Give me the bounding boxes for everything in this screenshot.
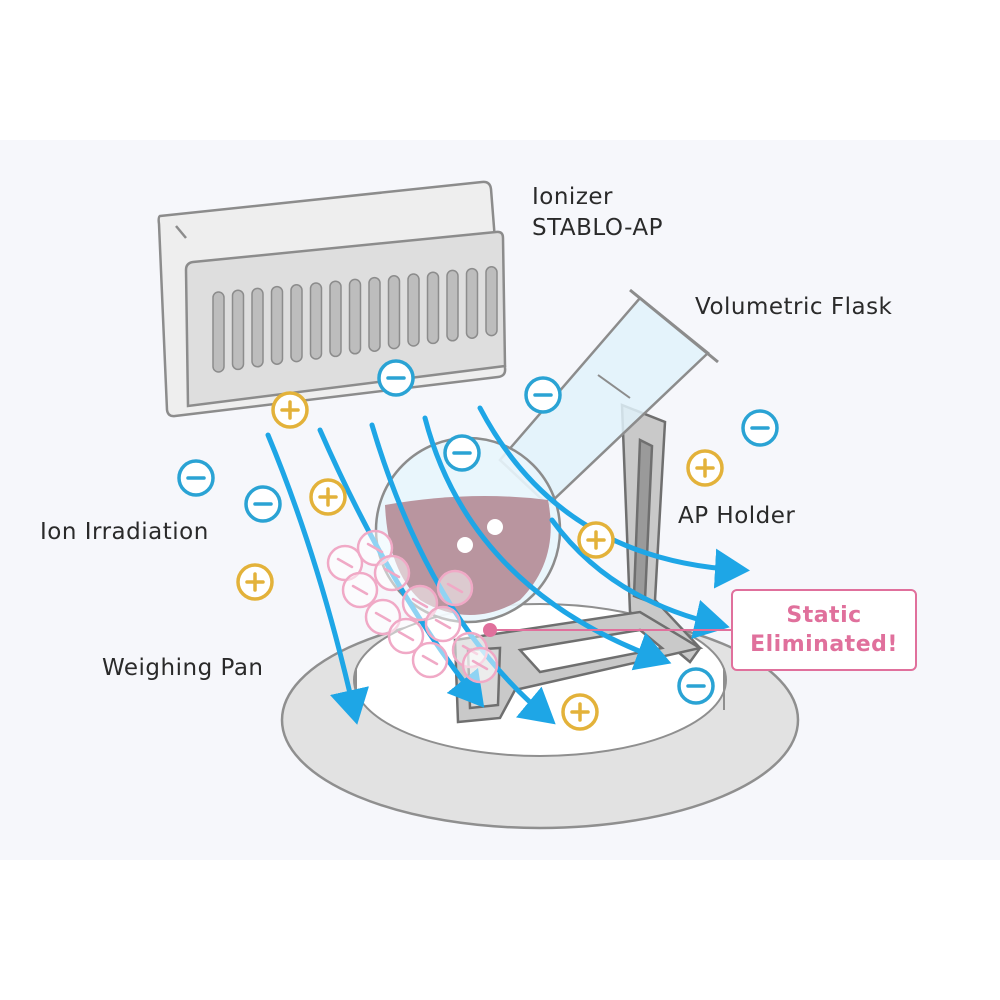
static-eliminated-callout: Static Eliminated! bbox=[731, 589, 917, 671]
positive-ion-icon bbox=[309, 478, 347, 516]
callout-line1: Static bbox=[786, 603, 862, 628]
ionizer-device bbox=[157, 180, 507, 418]
callout-connector bbox=[483, 623, 731, 637]
negative-ion-icon bbox=[177, 459, 215, 497]
ion-flow-arrows bbox=[265, 405, 750, 725]
vent-slot bbox=[251, 287, 264, 368]
vent-slot bbox=[368, 276, 381, 352]
vent-slot bbox=[270, 285, 284, 365]
weighing-pan-label: Weighing Pan bbox=[102, 655, 264, 681]
vent-slot bbox=[212, 291, 225, 373]
ionizer-label-line2: STABLO-AP bbox=[532, 215, 664, 241]
ion-irradiation-label: Ion Irradiation bbox=[40, 519, 209, 545]
static-charge-icon bbox=[373, 554, 411, 592]
vent-slot bbox=[407, 273, 420, 347]
static-charge-icon bbox=[461, 646, 499, 684]
static-charge-icon bbox=[356, 529, 394, 567]
vent-slot bbox=[446, 269, 459, 342]
holder-label: AP Holder bbox=[678, 503, 796, 529]
static-charge-icon bbox=[424, 605, 462, 643]
flask-label: Volumetric Flask bbox=[695, 294, 893, 320]
vent-slot bbox=[485, 266, 498, 337]
static-charge-icon bbox=[326, 544, 364, 582]
volumetric-flask bbox=[374, 288, 719, 624]
negative-ion-icon bbox=[677, 667, 715, 705]
static-charge-icon bbox=[387, 617, 425, 655]
negative-ion-icon bbox=[377, 359, 415, 397]
negative-ion-icon bbox=[524, 376, 562, 414]
negative-ion-icon bbox=[443, 434, 481, 472]
callout-line2: Eliminated! bbox=[750, 632, 898, 657]
positive-ion-icon bbox=[561, 693, 599, 731]
negative-ion-icon bbox=[244, 485, 282, 523]
vent-slot bbox=[387, 275, 401, 350]
vent-slot bbox=[426, 271, 440, 345]
negative-ion-icon bbox=[741, 409, 779, 447]
ionizer-label-line1: Ionizer bbox=[532, 184, 614, 210]
static-charge-icon bbox=[401, 584, 439, 622]
positive-ion-icon bbox=[236, 563, 274, 601]
ionizer-label: Ionizer STABLO-AP bbox=[532, 182, 663, 244]
static-charge-icon bbox=[411, 641, 449, 679]
vent-slot bbox=[231, 289, 245, 371]
positive-ion-icon bbox=[577, 521, 615, 559]
vent-slot bbox=[329, 280, 342, 358]
vent-slot bbox=[290, 284, 303, 363]
vent-slot bbox=[348, 278, 362, 355]
vent-slot bbox=[309, 282, 323, 360]
positive-ion-icon bbox=[686, 449, 724, 487]
static-charges bbox=[326, 529, 499, 684]
static-charge-icon bbox=[341, 571, 379, 609]
static-charge-icon bbox=[436, 569, 474, 607]
positive-ion-icon bbox=[271, 391, 309, 429]
ions bbox=[177, 359, 779, 731]
vent-slot bbox=[465, 267, 479, 339]
